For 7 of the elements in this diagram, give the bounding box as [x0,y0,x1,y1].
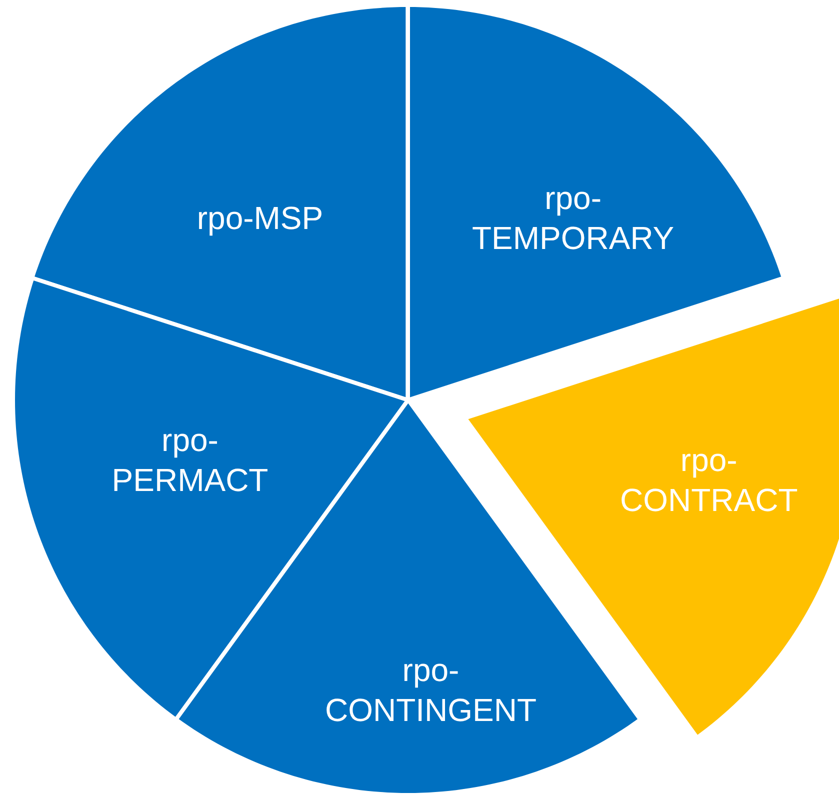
pie-slice [408,5,784,400]
slice-label: rpo- PERMACT [110,420,270,500]
pie-slice [32,5,408,400]
slice-label: rpo- TEMPORARY [472,179,674,258]
slice-label: rpo- CONTINGENT [324,651,537,730]
slice-label: rpo- CONTRACT [620,440,798,520]
slice-label: rpo-MSP [196,199,324,238]
